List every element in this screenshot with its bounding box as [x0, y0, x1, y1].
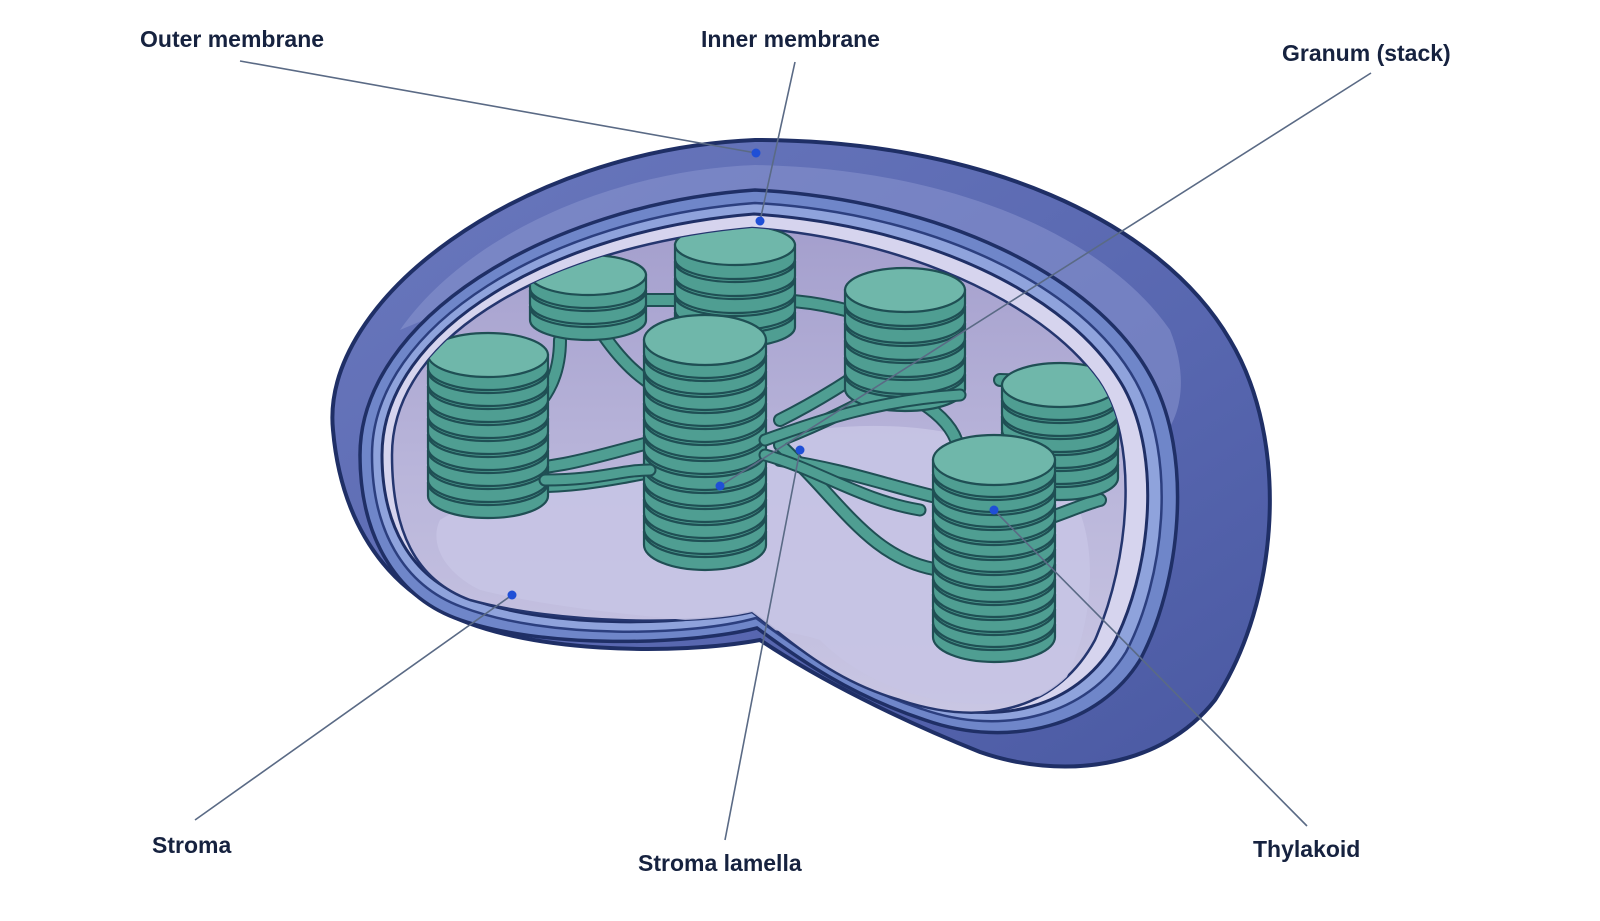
leader-outer-membrane — [239, 60, 757, 154]
leader-inner-membrane — [759, 61, 796, 222]
stroma-lamella-tube — [760, 450, 925, 515]
granum-stack — [673, 228, 797, 349]
stroma-lamella-tube — [760, 390, 965, 445]
marker-stroma — [507, 590, 517, 600]
thylakoid-disc-top — [931, 433, 1057, 487]
stroma-lamella-tube — [540, 465, 655, 485]
leader-stroma — [194, 594, 513, 821]
leader-lines — [194, 60, 1372, 841]
thylakoid-disc-top — [642, 313, 768, 367]
leader-granum — [719, 72, 1372, 487]
granum-stack — [642, 313, 768, 572]
label-inner-membrane: Inner membrane — [701, 26, 880, 52]
thylakoid-disc-top — [673, 228, 797, 267]
marker-thylakoid — [989, 505, 999, 515]
marker-outer-membrane — [751, 148, 761, 158]
leader-thylakoid — [993, 509, 1308, 827]
label-stroma: Stroma — [152, 832, 232, 858]
marker-dots — [507, 148, 999, 600]
granum-stack — [426, 331, 550, 520]
label-stroma-lamella: Stroma lamella — [638, 850, 802, 876]
marker-stroma-lamella — [795, 445, 805, 455]
thylakoid-disc-top — [843, 266, 967, 314]
label-thylakoid: Thylakoid — [1253, 836, 1361, 862]
label-granum: Granum (stack) — [1282, 40, 1451, 66]
label-outer-membrane: Outer membrane — [140, 26, 325, 52]
marker-granum — [715, 481, 725, 491]
marker-inner-membrane — [755, 216, 765, 226]
grana-stacks — [426, 228, 1120, 664]
leader-stroma-lamella — [724, 449, 801, 841]
granum-stack — [931, 433, 1057, 664]
